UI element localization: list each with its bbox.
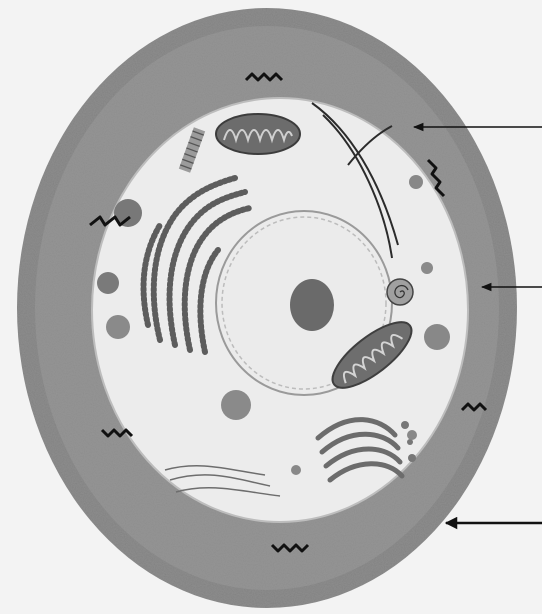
spiral-granule-icon [387,279,413,305]
mitochondrion-top [216,114,300,154]
nucleolus [290,279,334,331]
